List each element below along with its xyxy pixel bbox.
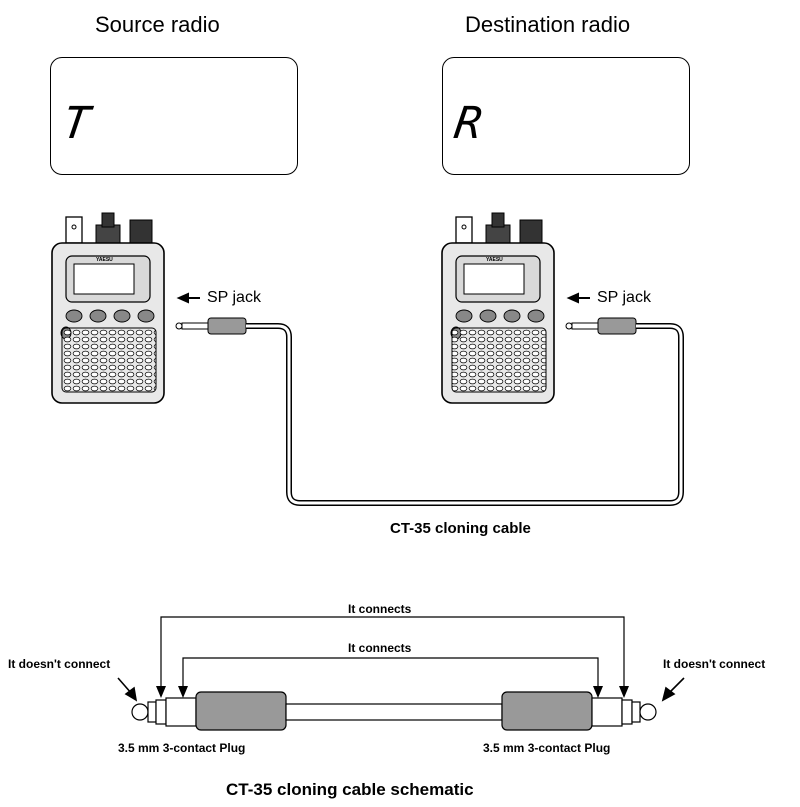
svg-text:YAESU: YAESU: [96, 257, 113, 263]
inner-connects-label: It connects: [348, 641, 412, 655]
outer-connects-label: It connects: [348, 602, 412, 616]
right-no-connect-arrow: [661, 677, 685, 702]
source-sp-jack-label: SP jack: [207, 289, 261, 306]
outer-connection-bracket: [160, 616, 625, 690]
destination-radio-title: Destination radio: [465, 12, 631, 37]
source-radio-illustration: YAESU: [51, 212, 165, 404]
inner-connection-bracket: [182, 657, 599, 690]
destination-jack-arrow: [566, 292, 590, 304]
source-lcd-display: T: [50, 57, 298, 175]
source-cable-plug: [175, 317, 247, 335]
cable-label: CT-35 cloning cable: [390, 520, 531, 537]
destination-lcd-display: R: [442, 57, 690, 175]
svg-text:YAESU: YAESU: [486, 257, 503, 263]
destination-cable-plug: [565, 317, 637, 335]
left-no-connect-label: It doesn't connect: [8, 657, 111, 671]
source-radio-title: Source radio: [95, 12, 220, 37]
right-no-connect-label: It doesn't connect: [663, 657, 766, 671]
cloning-cable: [246, 323, 684, 506]
left-plug-label: 3.5 mm 3-contact Plug: [118, 741, 246, 755]
source-jack-arrow: [176, 292, 200, 304]
right-plug-label: 3.5 mm 3-contact Plug: [483, 741, 611, 755]
destination-radio-illustration: YAESU: [441, 212, 555, 404]
schematic-cable: [131, 691, 657, 731]
schematic-caption: CT-35 cloning cable schematic: [226, 780, 474, 799]
destination-sp-jack-label: SP jack: [597, 289, 651, 306]
left-no-connect-arrow: [117, 677, 138, 702]
